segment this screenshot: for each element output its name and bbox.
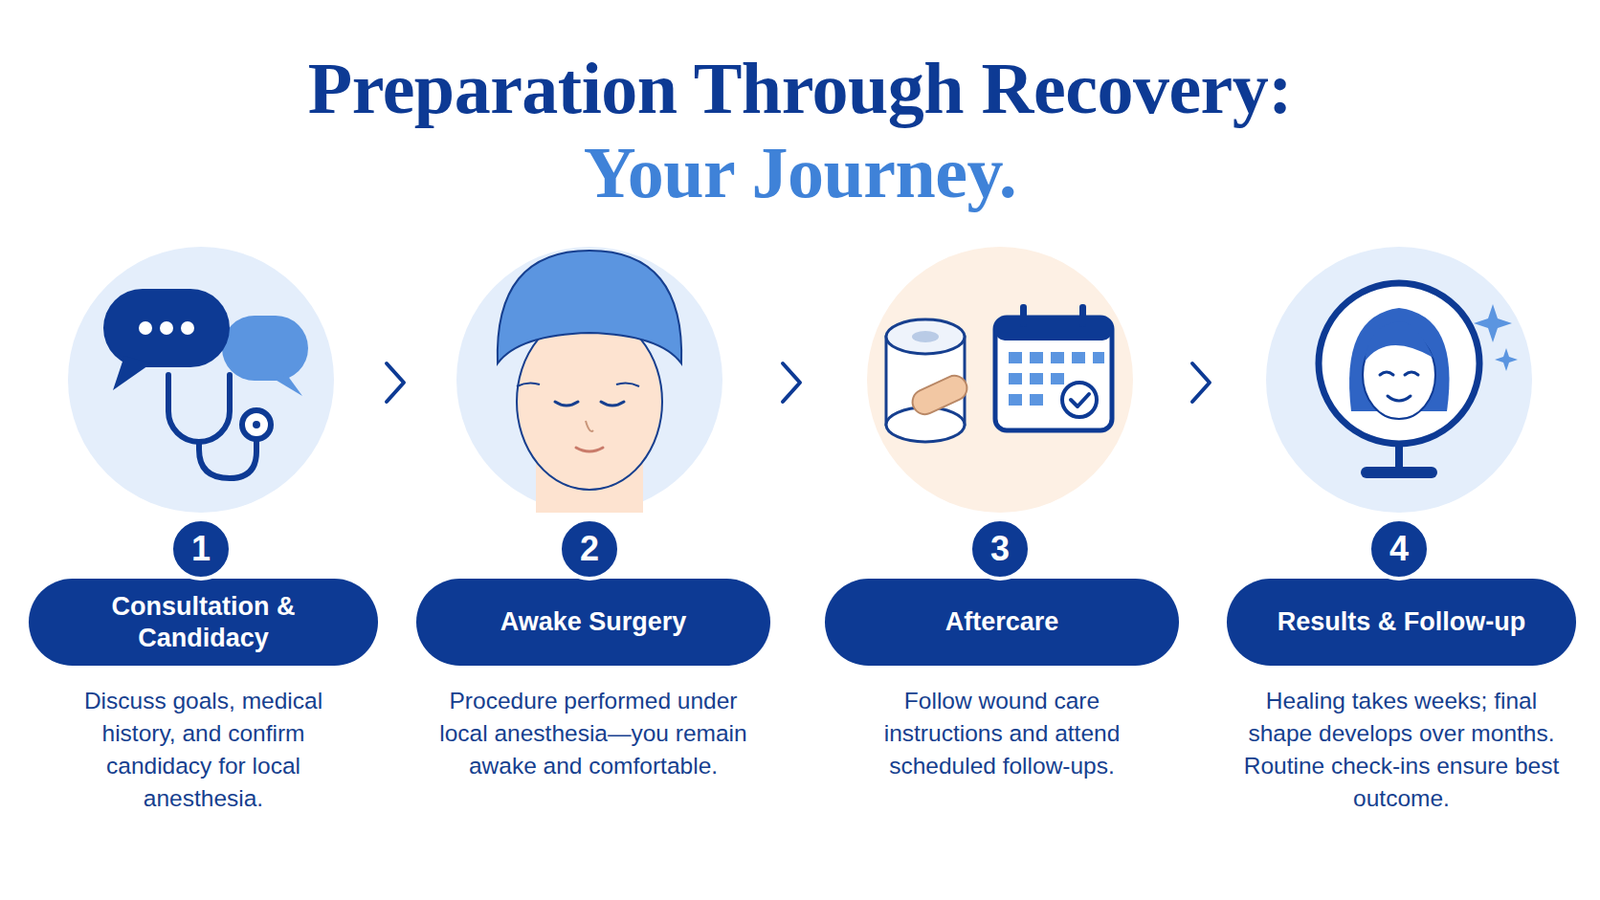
step-number-badge: 1 <box>169 517 233 581</box>
stethoscope <box>242 410 271 440</box>
step-pill: AftercareFollow wound care instructions … <box>824 578 1179 667</box>
step-pill: Consultation & CandidacyDiscuss goals, m… <box>28 578 378 667</box>
speech-bubble <box>222 315 309 381</box>
step-pill: Results & Follow-upHealing takes weeks; … <box>1226 578 1577 667</box>
hair <box>1364 321 1434 362</box>
icon-circle <box>456 246 723 513</box>
check-mark <box>1062 382 1097 418</box>
step-description: Discuss goals, medical history, and conf… <box>50 685 357 816</box>
step-number-badge: 4 <box>1367 517 1431 581</box>
patient-icon <box>497 250 682 513</box>
surgical-cap <box>497 250 682 364</box>
stethoscope <box>252 421 261 429</box>
bandage-roll <box>886 319 965 355</box>
step-number-badge: 2 <box>557 517 622 581</box>
consultation-icon <box>103 288 309 479</box>
step-number: 1 <box>191 530 211 569</box>
chevron <box>386 363 404 402</box>
speech-bubble <box>103 288 230 368</box>
calendar <box>1020 304 1027 328</box>
step-heading: Awake Surgery <box>500 606 688 639</box>
mirror <box>1318 283 1480 445</box>
step-number: 2 <box>579 530 600 569</box>
sparkle <box>1494 348 1518 372</box>
aftercare-icon <box>886 304 1112 443</box>
chevron <box>782 363 800 402</box>
nose <box>585 421 594 432</box>
step-number: 3 <box>990 530 1010 569</box>
check-mark <box>1070 394 1089 407</box>
step-heading: Aftercare <box>945 606 1060 639</box>
calendar <box>1079 304 1087 328</box>
title: Preparation Through Recovery: Your Journ… <box>225 45 1375 215</box>
smile <box>1387 396 1411 401</box>
step-description: Procedure performed under local anesthes… <box>435 685 752 783</box>
dot <box>180 321 195 335</box>
mirror-stand <box>1360 466 1438 479</box>
calendar <box>995 317 1112 341</box>
dot <box>159 321 174 335</box>
eyebrows <box>516 382 640 387</box>
mirror-icon <box>1318 283 1518 479</box>
step-description: Healing takes weeks; final shape develop… <box>1244 685 1560 816</box>
sparkle <box>1473 304 1512 343</box>
mouth <box>576 447 603 452</box>
step-heading: Consultation & Candidacy <box>69 591 338 655</box>
closed-eyes <box>555 401 624 406</box>
stethoscope <box>199 436 257 479</box>
step-heading: Results & Follow-up <box>1277 606 1527 639</box>
step-number-badge: 3 <box>968 517 1032 581</box>
stethoscope <box>168 375 230 443</box>
dot <box>138 321 153 335</box>
icon-circle <box>1266 246 1533 513</box>
chevron <box>1192 363 1210 402</box>
bandage-roll <box>911 331 939 343</box>
speech-bubble <box>273 375 303 397</box>
step-number: 4 <box>1389 530 1409 569</box>
step-description: Follow wound care instructions and atten… <box>848 685 1156 783</box>
speech-bubble <box>112 355 152 391</box>
eyes <box>1379 372 1419 376</box>
icon-circle <box>866 246 1134 513</box>
icon-circle <box>67 246 334 513</box>
step-pill: Awake SurgeryProcedure performed under l… <box>416 578 771 667</box>
plaster <box>908 372 971 420</box>
calendar <box>995 317 1112 431</box>
